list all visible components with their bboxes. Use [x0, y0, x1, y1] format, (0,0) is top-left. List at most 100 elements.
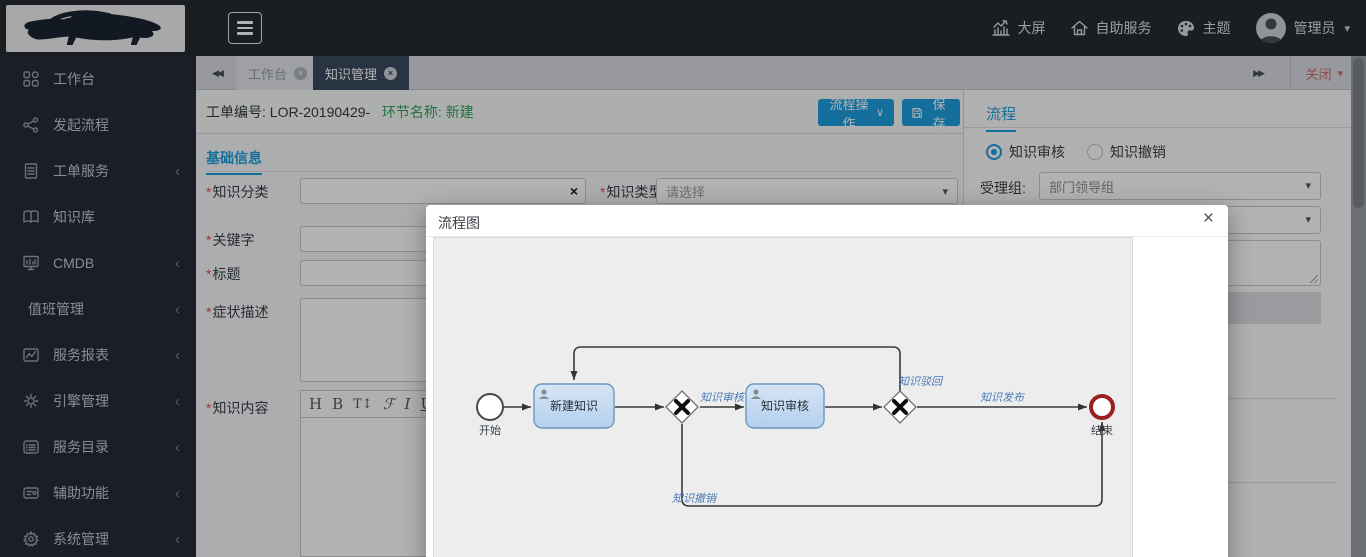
logo	[6, 5, 185, 52]
theme-label: 主题	[1202, 20, 1231, 36]
self-service-label: 自助服务	[1095, 20, 1152, 36]
ticket-header: 工单编号: LOR-20190429- 环节名称: 新建 流程操作 ∨ 保存	[196, 90, 963, 134]
chevron-left-icon: ‹	[175, 484, 180, 502]
radio-revoke[interactable]	[1087, 144, 1103, 160]
sidebar-label: 工作台	[53, 71, 95, 87]
category-input[interactable]: ×	[300, 178, 586, 204]
sidebar-item-service-catalog[interactable]: 服务目录 ‹	[0, 424, 196, 470]
save-label: 保存	[932, 96, 946, 131]
scrollbar-thumb[interactable]	[1353, 58, 1364, 208]
chevron-left-icon: ‹	[175, 530, 180, 548]
sidebar-item-auxiliary-functions[interactable]: 辅助功能 ‹	[0, 470, 196, 516]
radio-review-selected[interactable]	[986, 144, 1002, 160]
list-icon	[23, 440, 39, 454]
order-no-value: LOR-20190429-	[269, 104, 371, 120]
tab-label: 工作台	[248, 66, 288, 82]
sidebar-label: 服务报表	[53, 347, 109, 363]
section-title-basic-info: 基础信息	[206, 148, 262, 175]
chevron-left-icon: ‹	[175, 300, 180, 318]
modal-close-icon[interactable]: ×	[1202, 208, 1214, 229]
sidebar-item-start-process[interactable]: 发起流程	[0, 102, 196, 148]
big-screen-button[interactable]: 大屏	[992, 18, 1045, 38]
sidebar-label: 辅助功能	[53, 485, 109, 501]
big-screen-label: 大屏	[1017, 20, 1046, 36]
modal-header: 流程图 ×	[426, 205, 1228, 237]
monitor-icon	[23, 255, 39, 271]
person-icon	[1260, 18, 1283, 43]
sidebar-item-workbench[interactable]: 工作台	[0, 56, 196, 102]
close-tabs-dropdown[interactable]: 关闭 ▾	[1290, 56, 1343, 90]
tab-close-icon[interactable]: ×	[294, 66, 308, 80]
sidebar-item-ticket-service[interactable]: 工单服务 ‹	[0, 148, 196, 194]
chevron-down-icon: ▾	[1337, 67, 1343, 80]
required-mark: *	[206, 266, 212, 282]
goat-logo-icon	[23, 9, 161, 45]
resize-handle[interactable]	[1308, 273, 1318, 283]
sidebar-item-duty-management[interactable]: 值班管理 ‹	[0, 286, 196, 332]
chevron-down-icon: ▾	[1305, 180, 1311, 192]
bpmn-canvas: 知识审核知识发布知识驳回知识撤销 开始新建知识知识审核结束	[433, 237, 1133, 557]
flow-panel-title: 流程	[986, 103, 1017, 132]
editor-tool[interactable]: ℱ	[382, 395, 395, 413]
sidebar-label: 知识库	[53, 209, 95, 225]
required-mark: *	[206, 232, 212, 248]
chevron-down-icon: ▾	[1344, 22, 1350, 35]
required-mark: *	[600, 184, 606, 200]
tabs-scroll-right-button[interactable]: ▶▶	[1253, 67, 1265, 78]
save-button[interactable]: 保存	[902, 97, 960, 131]
palette-icon	[1178, 20, 1195, 36]
required-mark: *	[206, 304, 212, 320]
svg-text:知识审核: 知识审核	[700, 391, 746, 404]
engine-gear-icon	[23, 393, 39, 409]
hamburger-menu-button[interactable]	[228, 12, 262, 44]
chevron-down-icon: ▾	[1305, 214, 1311, 226]
sidebar-item-knowledge-base[interactable]: 知识库	[0, 194, 196, 240]
radio-revoke-label: 知识撤销	[1110, 144, 1166, 160]
type-select[interactable]: 请选择 ▾	[656, 178, 958, 204]
flow-operations-button[interactable]: 流程操作 ∨	[818, 97, 894, 131]
svg-text:知识撤销: 知识撤销	[672, 492, 718, 505]
sidebar-item-cmdb[interactable]: CMDB ‹	[0, 240, 196, 286]
report-chart-icon	[23, 348, 39, 362]
field-label-symptom: *症状描述	[206, 304, 269, 320]
flow-panel-divider	[964, 127, 1352, 128]
bpmn-edges: 知识审核知识发布知识驳回知识撤销	[504, 346, 1106, 507]
theme-button[interactable]: 主题	[1177, 18, 1230, 38]
required-mark: *	[206, 400, 212, 416]
page-scrollbar[interactable]	[1351, 56, 1366, 557]
sidebar-item-engine-management[interactable]: 引擎管理 ‹	[0, 378, 196, 424]
user-menu[interactable]: 管理员 ▾	[1256, 13, 1350, 43]
chevron-left-icon: ‹	[175, 346, 180, 364]
editor-tool[interactable]: I	[404, 395, 411, 413]
clear-icon[interactable]: ×	[569, 183, 578, 199]
panel-lines-icon	[23, 487, 39, 499]
sidebar-item-service-report[interactable]: 服务报表 ‹	[0, 332, 196, 378]
tabs-scroll-left-button[interactable]: ◀◀	[212, 67, 224, 78]
chevron-left-icon: ‹	[175, 162, 180, 180]
bpmn-nodes: 开始新建知识知识审核结束	[476, 383, 1115, 437]
tab-knowledge-management[interactable]: 知识管理 ×	[313, 56, 410, 90]
section-divider	[206, 171, 953, 172]
self-service-button[interactable]: 自助服务	[1071, 18, 1151, 38]
top-header: 大屏 自助服务 主题	[0, 0, 1366, 56]
editor-tool[interactable]: B	[332, 395, 344, 413]
ticket-header-text: 工单编号: LOR-20190429- 环节名称: 新建	[206, 90, 474, 134]
sidebar-item-system-management[interactable]: 系统管理 ‹	[0, 516, 196, 557]
editor-tool[interactable]: H	[309, 395, 323, 413]
close-tabs-label: 关闭	[1305, 66, 1332, 82]
sidebar-label: 值班管理	[28, 301, 84, 317]
user-name: 管理员	[1293, 20, 1336, 36]
type-select-value: 请选择	[666, 184, 706, 200]
grid-icon	[23, 71, 39, 87]
tab-close-icon[interactable]: ×	[384, 66, 398, 80]
sidebar-label: 发起流程	[53, 117, 109, 133]
sidebar: 工作台 发起流程 工单服务 ‹ 知识库 CMDB ‹ 值班管理 ‹ 服务报表 ‹	[0, 56, 196, 557]
assignee-group-value: 部门领导组	[1049, 179, 1115, 195]
tab-bar: ◀◀ 工作台 × 知识管理 × ▶▶ 关闭 ▾	[196, 56, 1351, 90]
chevron-left-icon: ‹	[175, 254, 180, 272]
editor-tool[interactable]: T↕	[353, 396, 373, 412]
flow-operations-label: 流程操作	[829, 96, 869, 131]
tab-workbench[interactable]: 工作台 ×	[236, 56, 320, 90]
assignee-group-select[interactable]: 部门领导组 ▾	[1039, 172, 1321, 200]
